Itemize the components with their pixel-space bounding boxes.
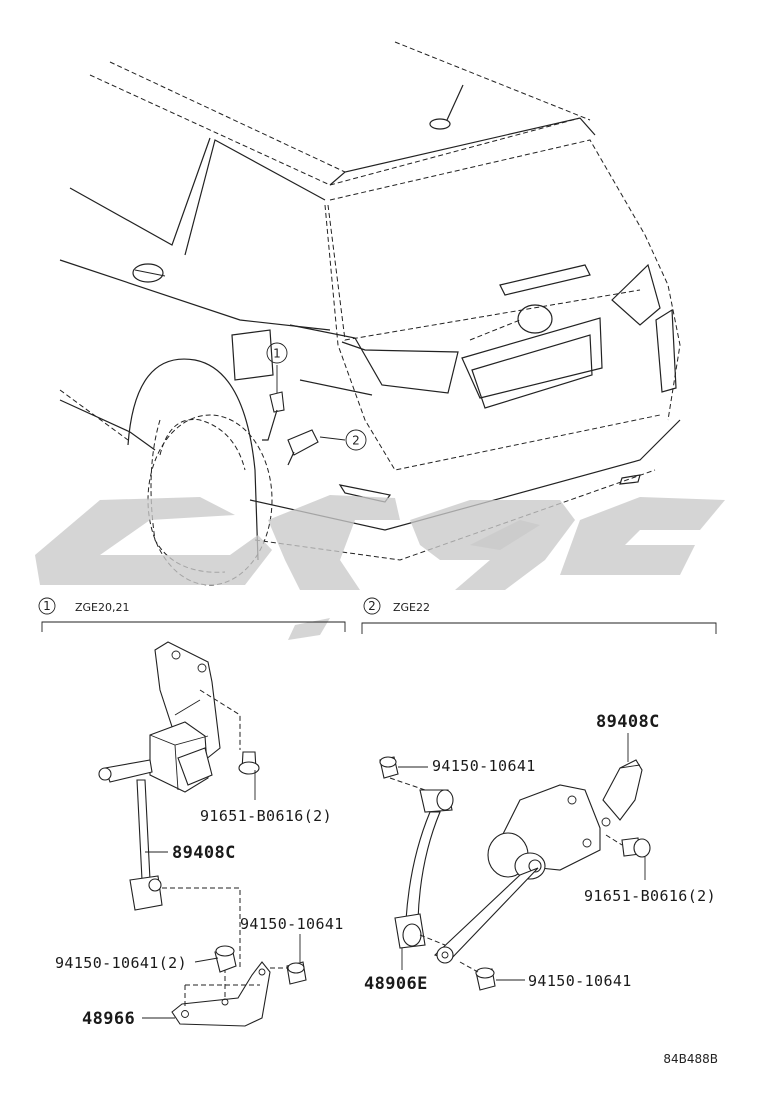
label-left-sensor: 89408C xyxy=(172,843,236,863)
svg-text:ZGE22: ZGE22 xyxy=(393,601,430,614)
section-1-header: 1 ZGE20,21 xyxy=(38,597,346,632)
left-bolt xyxy=(238,751,260,775)
svg-text:ZGE20,21: ZGE20,21 xyxy=(75,601,130,614)
label-right-nut-top: 94150-10641 xyxy=(432,757,536,775)
label-right-link: 48906E xyxy=(364,974,428,994)
svg-text:2: 2 xyxy=(368,599,376,613)
right-sensor xyxy=(433,759,643,964)
left-bracket xyxy=(171,961,271,1027)
svg-text:1: 1 xyxy=(273,347,281,361)
label-left-nut-left: 94150-10641(2) xyxy=(55,954,187,972)
label-right-sensor: 89408C xyxy=(596,712,660,732)
svg-text:1: 1 xyxy=(43,599,51,613)
left-sensor-assembly xyxy=(98,641,307,1027)
left-nut-single xyxy=(286,961,307,985)
section-2-header: 2 ZGE22 xyxy=(361,597,717,634)
callout-2: 2 xyxy=(345,429,367,451)
label-right-nut-bottom: 94150-10641 xyxy=(528,972,632,990)
right-nut-bottom xyxy=(475,967,496,991)
right-sensor-assembly xyxy=(379,756,651,991)
label-left-bolt: 91651-B0616(2) xyxy=(200,807,332,825)
right-link xyxy=(394,789,454,949)
left-nut-pair xyxy=(214,945,237,973)
label-left-bracket: 48966 xyxy=(82,1009,135,1029)
right-nut-top xyxy=(379,756,399,779)
illustration-code: 84B488B xyxy=(663,1052,718,1066)
label-right-bolt: 91651-B0616(2) xyxy=(584,887,716,905)
right-bolt xyxy=(621,837,651,858)
watermark-logo xyxy=(35,495,725,640)
label-left-nut-right: 94150-10641 xyxy=(240,915,344,933)
svg-text:2: 2 xyxy=(352,434,360,448)
callout-1: 1 xyxy=(266,342,288,364)
